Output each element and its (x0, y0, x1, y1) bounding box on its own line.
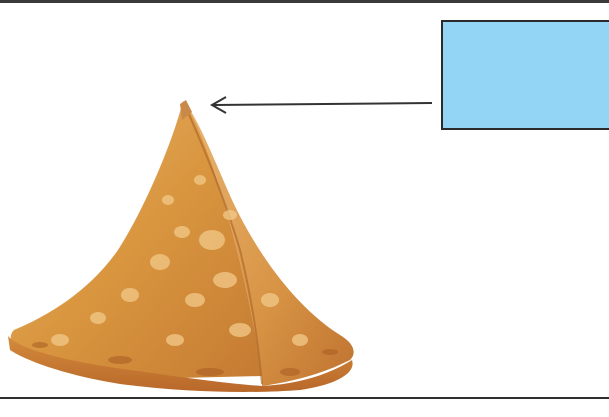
samosa-image (8, 100, 354, 392)
label-box (441, 20, 609, 130)
bottom-border-line (0, 397, 609, 399)
pointer-arrow (212, 97, 432, 113)
